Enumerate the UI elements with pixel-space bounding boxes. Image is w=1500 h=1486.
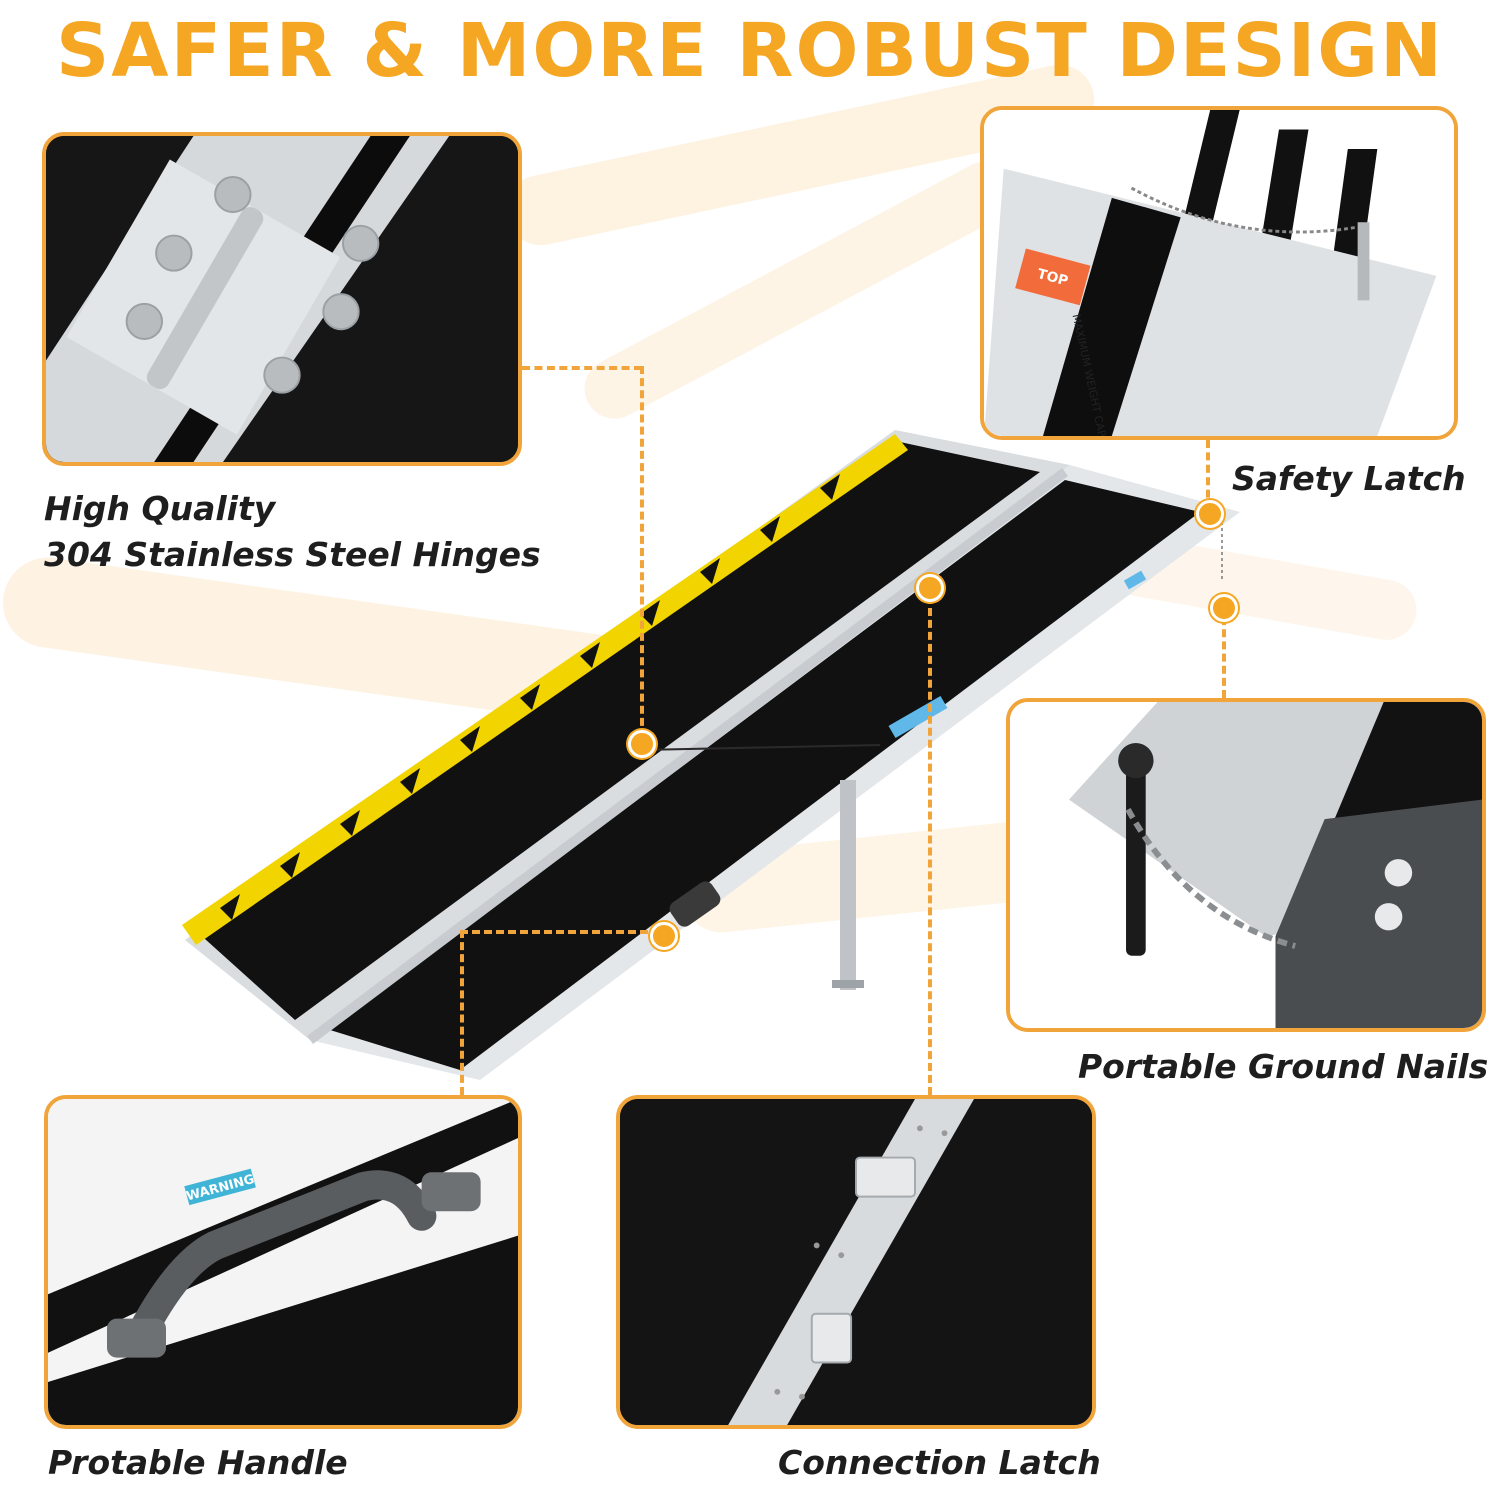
leader-line-hinges xyxy=(522,366,642,370)
connection-latch-callout-image xyxy=(616,1095,1096,1429)
leader-line-hinges xyxy=(640,366,644,738)
leader-line-latch xyxy=(1206,440,1210,510)
safety-latch-caption: Safety Latch xyxy=(1232,459,1466,498)
handle-caption: Protable Handle xyxy=(48,1443,348,1482)
sticker-top-text: TOP xyxy=(1035,266,1069,289)
leader-line-handle xyxy=(460,930,464,1095)
hinges-callout-image xyxy=(42,132,522,466)
hinges-caption-line1: High Quality xyxy=(44,489,276,528)
marker-dot-nails xyxy=(1210,594,1238,622)
marker-dot-hinges xyxy=(628,730,656,758)
marker-dot-latch xyxy=(1196,500,1224,528)
handle-callout-image: WARNING xyxy=(44,1095,522,1429)
marker-dot-handle xyxy=(650,922,678,950)
leader-line-connection xyxy=(928,584,932,1095)
leader-line-handle xyxy=(460,930,660,934)
marker-dot-connection xyxy=(916,574,944,602)
ground-nails-caption: Portable Ground Nails xyxy=(1078,1047,1489,1086)
leader-line-nails xyxy=(1222,605,1226,698)
ramp-illustration xyxy=(182,430,1240,1080)
ground-nails-callout-image xyxy=(1006,698,1486,1032)
hinges-caption-line2: 304 Stainless Steel Hinges xyxy=(44,535,541,574)
safety-latch-callout-image: TOP MAXIMUM WEIGHT CAPACITY 600 LBS xyxy=(980,106,1458,440)
page-title: SAFER & MORE ROBUST DESIGN xyxy=(56,8,1444,94)
connection-latch-caption: Connection Latch xyxy=(778,1443,1101,1482)
